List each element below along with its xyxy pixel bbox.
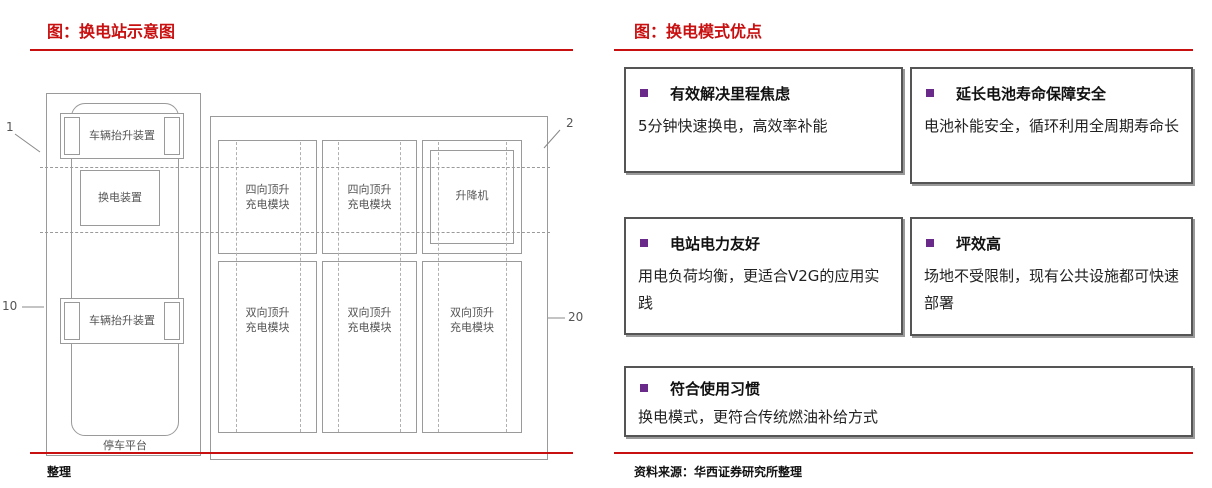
charging-module-1 bbox=[218, 140, 317, 254]
ref-number-20: 20 bbox=[568, 310, 584, 324]
advantage-heading-text: 有效解决里程焦虑 bbox=[670, 85, 791, 103]
advantage-body: 5分钟快速换电，高效率补能 bbox=[638, 117, 828, 135]
advantage-heading: 电站电力友好 bbox=[640, 233, 760, 254]
right-footer: 资料来源：华西证券研究所整理 bbox=[634, 465, 803, 479]
advantage-box-space-efficiency: 坪效高 场地不受限制，现有公共设施都可快速部署 bbox=[910, 217, 1193, 336]
advantage-heading-text: 延长电池寿命保障安全 bbox=[956, 85, 1107, 103]
swap-device-label: 换电装置 bbox=[98, 191, 142, 204]
advantage-box-grid-friendly: 电站电力友好 用电负荷均衡，更适合V2G的应用实践 bbox=[624, 217, 903, 335]
parking-platform-frame bbox=[46, 93, 201, 456]
elevator-module bbox=[422, 140, 522, 254]
advantage-heading-text: 坪效高 bbox=[956, 235, 1002, 253]
advantage-box-usage-habit: 符合使用习惯 换电模式，更符合传统燃油补给方式 bbox=[624, 366, 1193, 437]
bullet-square-icon bbox=[640, 88, 648, 97]
advantage-heading: 有效解决里程焦虑 bbox=[640, 83, 790, 104]
guide-line bbox=[438, 142, 439, 432]
advantage-body: 用电负荷均衡，更适合V2G的应用实践 bbox=[638, 267, 880, 312]
right-title-rule bbox=[614, 49, 1193, 51]
advantage-heading-text: 符合使用习惯 bbox=[670, 380, 761, 398]
vehicle-lift-bottom bbox=[60, 298, 184, 344]
swap-station-diagram: 车辆抬升装置 换电装置 车辆抬升装置 停车平台 四向顶升 充电模块 四向顶升 充… bbox=[0, 60, 600, 460]
elevator-inner bbox=[430, 150, 514, 244]
advantage-heading: 符合使用习惯 bbox=[640, 378, 760, 399]
parking-platform-label: 停车平台 bbox=[103, 439, 147, 452]
bullet-square-icon bbox=[640, 383, 648, 392]
bullet-square-icon bbox=[640, 238, 648, 247]
charging-module-2-label: 四向顶升 充电模块 bbox=[347, 183, 392, 211]
vehicle-lift-top bbox=[60, 113, 184, 159]
advantage-heading: 坪效高 bbox=[926, 233, 1001, 254]
ref-number-1: 1 bbox=[6, 120, 14, 134]
ref-number-10: 10 bbox=[2, 299, 18, 313]
left-title-rule bbox=[30, 49, 573, 51]
charging-module-4-label: 双向顶升 充电模块 bbox=[347, 306, 392, 334]
charging-module-2 bbox=[322, 140, 417, 254]
charging-module-5-label: 双向顶升 充电模块 bbox=[450, 306, 494, 334]
dashed-axis-top bbox=[40, 167, 550, 168]
charging-module-3-label: 双向顶升 充电模块 bbox=[245, 306, 290, 334]
left-footer: 整理 bbox=[47, 465, 72, 479]
guide-line bbox=[506, 142, 507, 432]
lift-pad-top-left bbox=[64, 117, 80, 155]
leader-lines bbox=[14, 129, 565, 319]
charging-module-3 bbox=[218, 261, 317, 433]
left-title: 图：换电站示意图 bbox=[47, 22, 176, 41]
swap-device bbox=[80, 170, 160, 226]
charging-module-4 bbox=[322, 261, 417, 433]
dashed-axis-bottom bbox=[40, 232, 550, 233]
advantage-box-battery-life: 延长电池寿命保障安全 电池补能安全，循环利用全周期寿命长 bbox=[910, 67, 1193, 184]
advantage-box-range-anxiety: 有效解决里程焦虑 5分钟快速换电，高效率补能 bbox=[624, 67, 903, 173]
charging-area-frame bbox=[210, 116, 548, 460]
lift-pad-bottom-right bbox=[164, 302, 180, 340]
advantage-body: 电池补能安全，循环利用全周期寿命长 bbox=[924, 117, 1180, 135]
advantage-heading: 延长电池寿命保障安全 bbox=[926, 83, 1106, 104]
lift-pad-bottom-left bbox=[64, 302, 80, 340]
vehicle-outline bbox=[71, 103, 179, 436]
charging-module-5 bbox=[422, 261, 522, 433]
lift-pad-top-right bbox=[164, 117, 180, 155]
guide-line bbox=[300, 142, 301, 432]
bullet-square-icon bbox=[926, 238, 934, 247]
right-title: 图：换电模式优点 bbox=[634, 22, 763, 41]
right-bottom-rule bbox=[614, 452, 1193, 454]
elevator-label: 升降机 bbox=[455, 189, 489, 202]
advantage-body: 场地不受限制，现有公共设施都可快速部署 bbox=[924, 267, 1180, 312]
left-bottom-rule bbox=[30, 452, 573, 454]
charging-module-1-label: 四向顶升 充电模块 bbox=[245, 183, 290, 211]
bullet-square-icon bbox=[926, 88, 934, 97]
advantage-body: 换电模式，更符合传统燃油补给方式 bbox=[638, 408, 879, 426]
vehicle-lift-top-label: 车辆抬升装置 bbox=[89, 129, 155, 142]
guide-line bbox=[400, 142, 401, 432]
vehicle-lift-bottom-label: 车辆抬升装置 bbox=[89, 314, 155, 327]
guide-line bbox=[236, 142, 237, 432]
ref-number-2: 2 bbox=[566, 116, 574, 130]
advantage-heading-text: 电站电力友好 bbox=[670, 235, 761, 253]
guide-line bbox=[338, 142, 339, 432]
